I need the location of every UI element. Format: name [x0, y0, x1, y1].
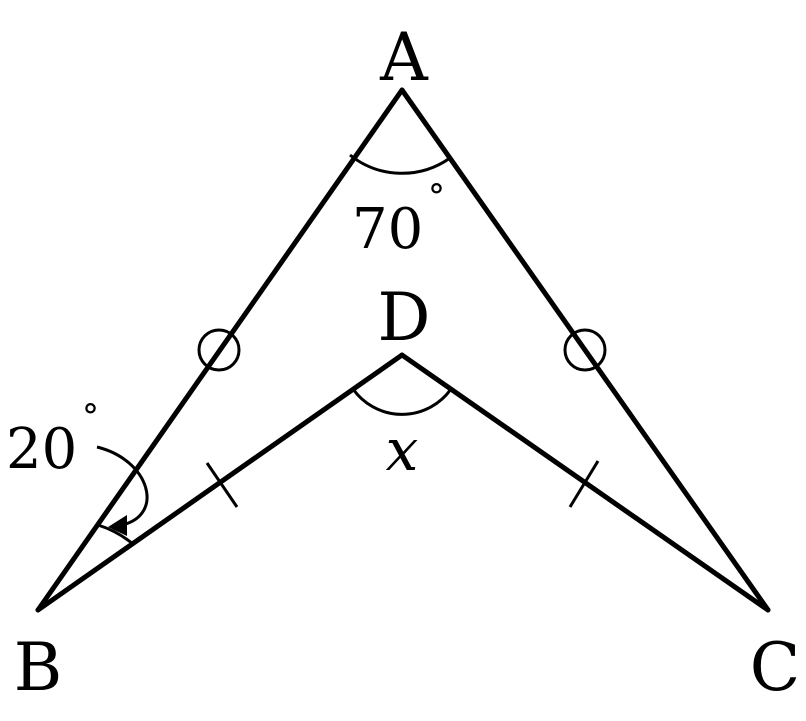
equal-tick-bd: [205, 462, 239, 508]
angle-label-b-degree: °: [82, 397, 99, 437]
side-ab: [35, 87, 405, 613]
angle-label-a: 70: [352, 197, 423, 262]
angle-arc-b: [97, 523, 134, 546]
equal-mark-circle-ac: [563, 328, 607, 372]
point-label-b: B: [14, 629, 63, 706]
pointer-arrow-curve: [96, 445, 149, 527]
side-ac: [399, 87, 771, 613]
angle-arc-d: [351, 388, 453, 416]
pointer-arrow-head: [108, 515, 127, 536]
angle-arc-a: [349, 153, 451, 175]
equal-tick-dc: [568, 460, 600, 508]
point-label-a: A: [379, 19, 429, 96]
point-label-d: D: [378, 279, 431, 356]
angle-label-d-unknown: x: [386, 416, 419, 484]
angle-label-b: 20: [6, 417, 77, 482]
equal-mark-circle-ab: [197, 328, 241, 372]
point-label-c: C: [750, 629, 801, 706]
angle-label-a-degree: °: [428, 177, 445, 217]
